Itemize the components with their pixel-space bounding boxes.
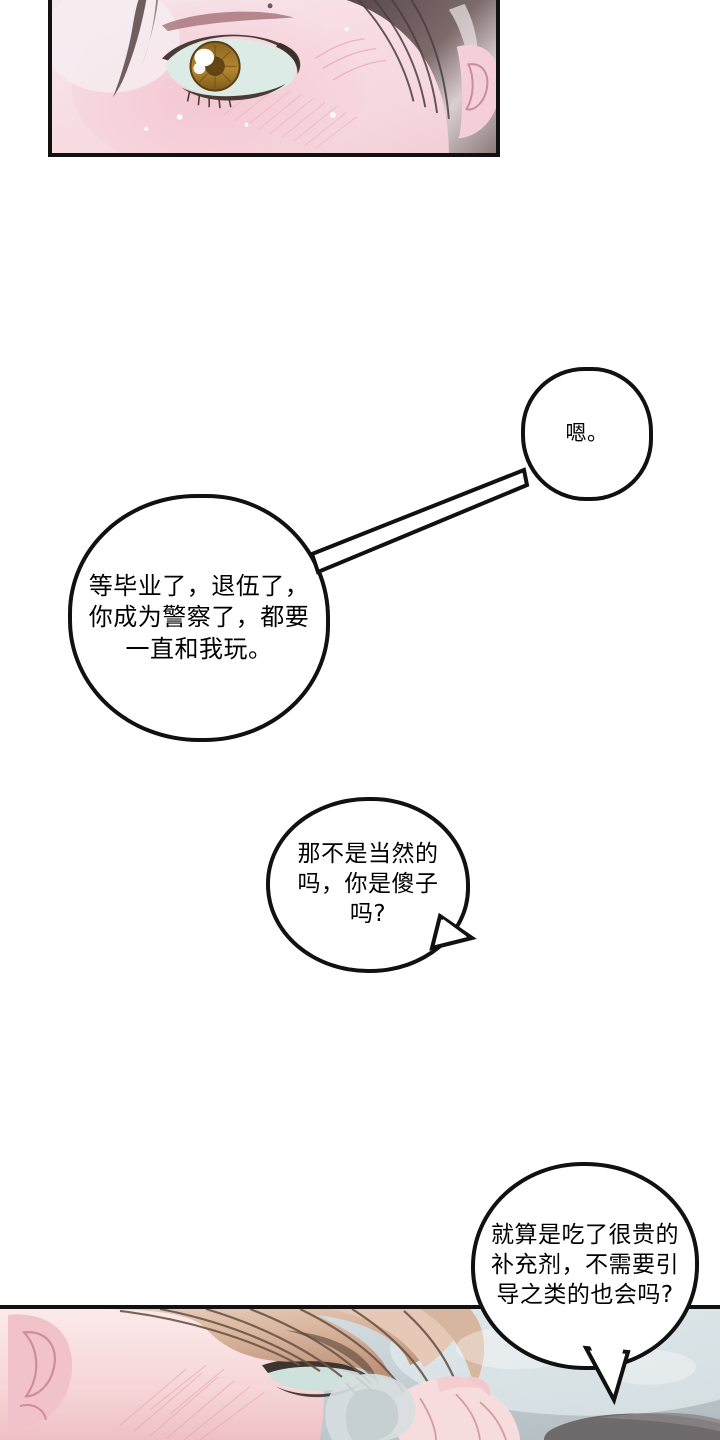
speech-bubble-ok-text: 嗯。 — [565, 421, 609, 446]
connector-promise-to-ok-tail — [309, 467, 530, 575]
speech-bubble-promise: 等毕业了，退伍了，你成为警察了，都要一直和我玩。 — [68, 494, 330, 742]
speech-bubble-obvious: 那不是当然的吗，你是傻子吗? — [266, 797, 470, 973]
speech-bubble-ok: 嗯。 — [521, 367, 653, 501]
speech-bubble-question: 就算是吃了很贵的补充剂，不需要引导之类的也会吗? — [471, 1162, 699, 1370]
speech-bubble-obvious-text: 那不是当然的吗，你是傻子吗? — [297, 841, 439, 927]
speech-bubble-promise-text: 等毕业了，退伍了，你成为警察了，都要一直和我玩。 — [88, 572, 310, 663]
speech-bubble-question-text: 就算是吃了很贵的补充剂，不需要引导之类的也会吗? — [491, 1222, 679, 1308]
eye-closeup-artwork — [52, 0, 496, 153]
eye-closeup-panel — [48, 0, 500, 157]
